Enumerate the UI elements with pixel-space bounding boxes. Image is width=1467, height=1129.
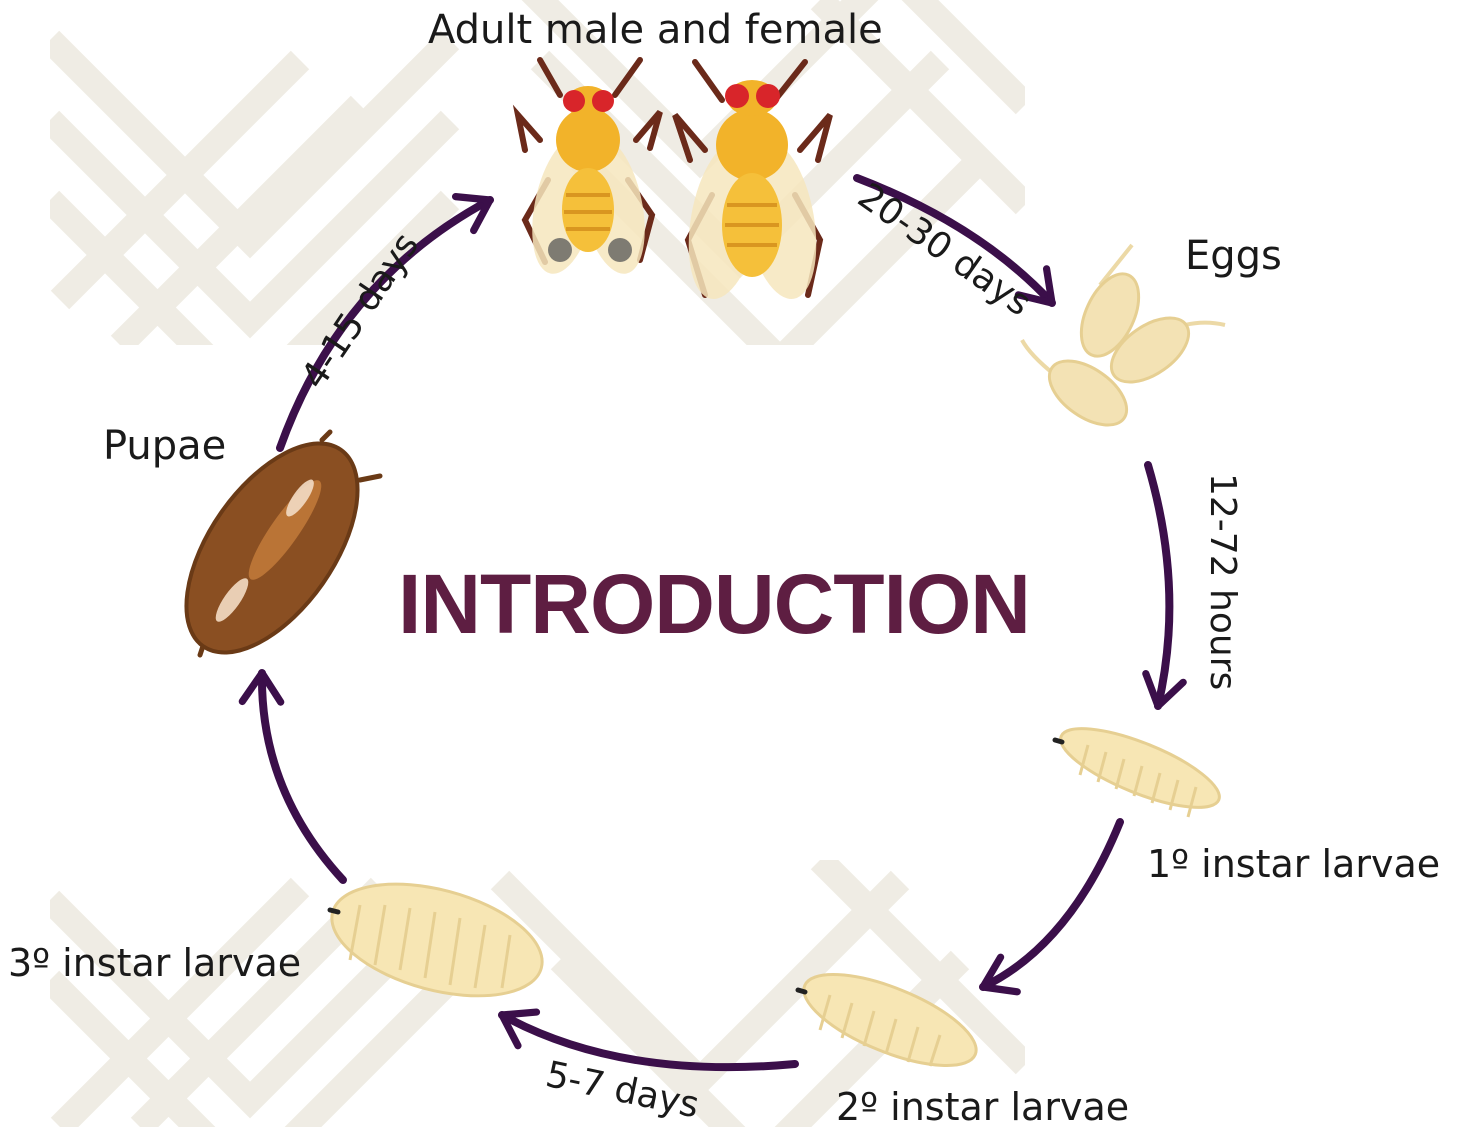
arrow-larva1-to-larva2 [983, 822, 1120, 987]
arrow-eggs-to-larva1 [1148, 465, 1169, 706]
duration-eggs-to-larva: 12-72 hours [1204, 473, 1240, 690]
label-adult: Adult male and female [428, 10, 883, 50]
center-title: INTRODUCTION [398, 562, 1030, 646]
arrow-larva3-to-pupa [262, 673, 343, 880]
label-pupae: Pupae [103, 426, 226, 466]
label-larva-3: 3º instar larvae [8, 944, 301, 982]
label-eggs: Eggs [1185, 236, 1282, 276]
label-larva-1: 1º instar larvae [1147, 845, 1440, 883]
larva-1-icon [1052, 713, 1228, 823]
label-larva-2: 2º instar larvae [836, 1088, 1129, 1126]
